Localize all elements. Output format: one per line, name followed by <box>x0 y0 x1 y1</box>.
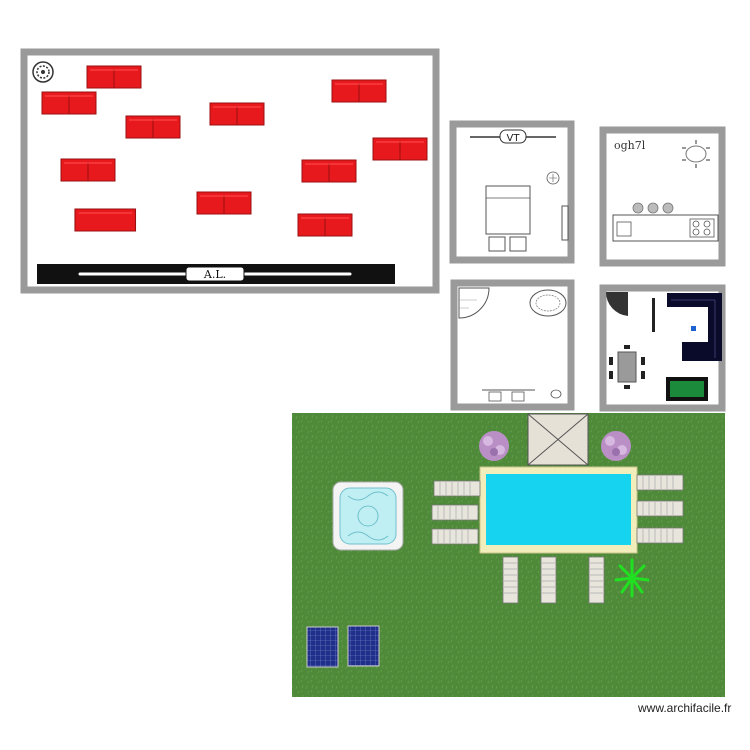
kitchen-note: ogh7l <box>614 139 646 152</box>
tv-label: VT <box>507 133 521 144</box>
sofa <box>41 91 97 115</box>
sofa <box>331 79 387 103</box>
sun-lounger <box>588 556 605 604</box>
sun-lounger <box>636 527 684 544</box>
kitchen-counter <box>612 214 719 242</box>
sofa <box>74 208 137 232</box>
sinks <box>482 389 535 402</box>
tv-console: VT <box>470 129 556 144</box>
dining-set <box>609 345 645 389</box>
solar-panel <box>306 626 339 668</box>
kitchen-room: ogh7l <box>599 126 726 267</box>
toilet <box>550 389 562 399</box>
shower <box>458 287 490 319</box>
stage-label: A.L. <box>203 268 226 281</box>
bar-stools <box>632 202 674 214</box>
stage: A.L. <box>37 264 395 284</box>
sofa-group <box>41 65 428 237</box>
bedroom-room: VT <box>449 120 575 264</box>
pool-water <box>486 474 631 545</box>
flower-bush <box>601 431 631 461</box>
palm-plant <box>614 558 650 598</box>
bed <box>485 185 531 252</box>
sofa <box>60 158 116 182</box>
solar-panels <box>306 625 380 668</box>
pergola <box>527 413 589 466</box>
sun-lounger <box>433 480 481 497</box>
side-table <box>691 326 696 331</box>
sun-lounger <box>636 500 684 517</box>
sun-lounger <box>502 556 519 604</box>
sofa <box>125 115 181 139</box>
watermark[interactable]: www.archifacile.fr <box>638 701 732 715</box>
auditorium-room: A.L. <box>20 48 440 294</box>
solar-panel <box>347 625 380 667</box>
corner-chair <box>605 292 628 316</box>
sun-loungers-right <box>636 474 684 544</box>
flower-bush <box>479 431 509 461</box>
bathroom-room <box>450 279 575 411</box>
swimming-pool <box>479 466 638 554</box>
sofa <box>301 159 357 183</box>
sectional-sofa <box>667 293 722 361</box>
sofa <box>372 137 428 161</box>
sun-loungers-bottom <box>502 556 605 604</box>
sun-loungers-left <box>431 480 481 545</box>
bathtub <box>529 289 567 317</box>
tv-stand <box>652 298 655 332</box>
sun-lounger <box>636 474 684 491</box>
garden <box>292 413 725 697</box>
sofa <box>86 65 142 89</box>
sun-lounger <box>431 504 479 521</box>
stove-icon <box>689 218 715 238</box>
fan-icon <box>32 61 54 83</box>
sofa <box>209 102 265 126</box>
billiard-table <box>666 377 708 401</box>
dining-table <box>682 140 710 168</box>
living-room <box>599 284 726 412</box>
sun-lounger <box>431 528 479 545</box>
sofa <box>297 213 353 237</box>
sun-lounger <box>540 556 557 604</box>
lamp-icon <box>546 171 560 185</box>
wardrobe <box>561 205 569 241</box>
jacuzzi <box>332 481 404 551</box>
sofa <box>196 191 252 215</box>
